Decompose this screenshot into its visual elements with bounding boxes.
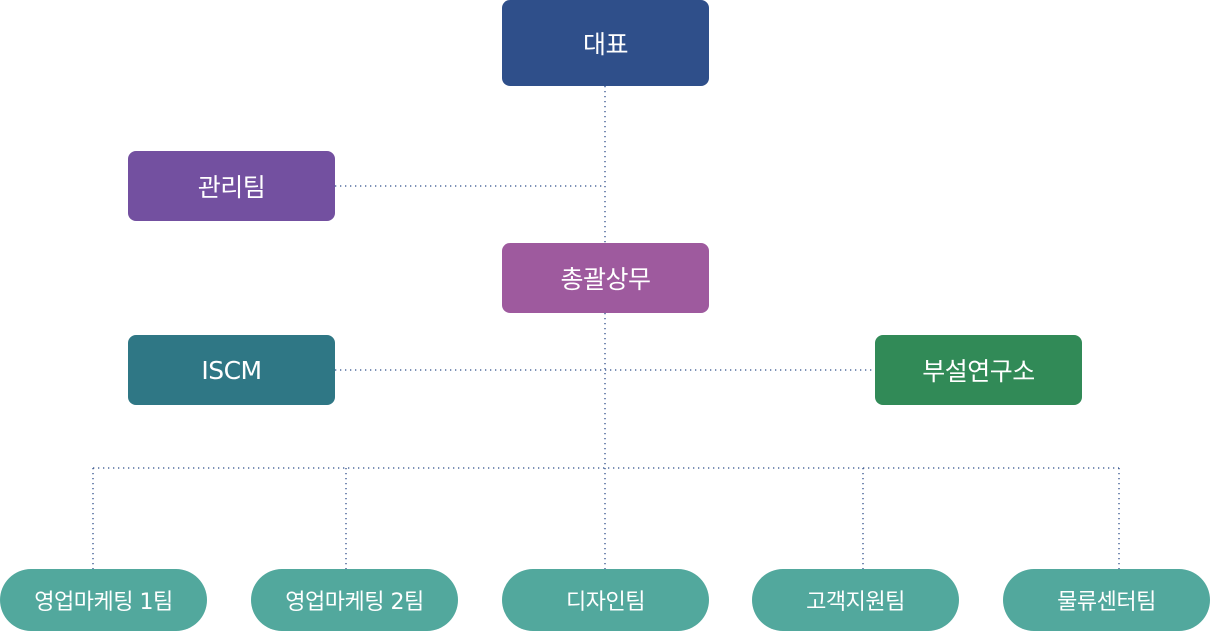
- team-design: 디자인팀: [502, 569, 709, 631]
- team-label: 고객지원팀: [806, 590, 905, 615]
- team-logistics: 물류센터팀: [1003, 569, 1210, 631]
- team-label: 영업마케팅 2팀: [285, 590, 424, 615]
- iscm-label: ISCM: [201, 355, 262, 385]
- team-label: 디자인팀: [566, 590, 645, 615]
- team-customer-support: 고객지원팀: [752, 569, 959, 631]
- management-box: 관리팀: [128, 151, 335, 221]
- team-sales-marketing-1: 영업마케팅 1팀: [0, 569, 207, 631]
- ceo-label: 대표: [582, 30, 629, 59]
- lab-label: 부설연구소: [922, 357, 1035, 386]
- management-label: 관리팀: [197, 173, 266, 202]
- team-label: 영업마케팅 1팀: [34, 590, 173, 615]
- team-label: 물류센터팀: [1057, 590, 1156, 615]
- executive-box: 총괄상무: [502, 243, 709, 313]
- lab-box: 부설연구소: [875, 335, 1082, 405]
- ceo-box: 대표: [502, 0, 709, 86]
- team-sales-marketing-2: 영업마케팅 2팀: [251, 569, 458, 631]
- iscm-box: ISCM: [128, 335, 335, 405]
- executive-label: 총괄상무: [560, 265, 651, 294]
